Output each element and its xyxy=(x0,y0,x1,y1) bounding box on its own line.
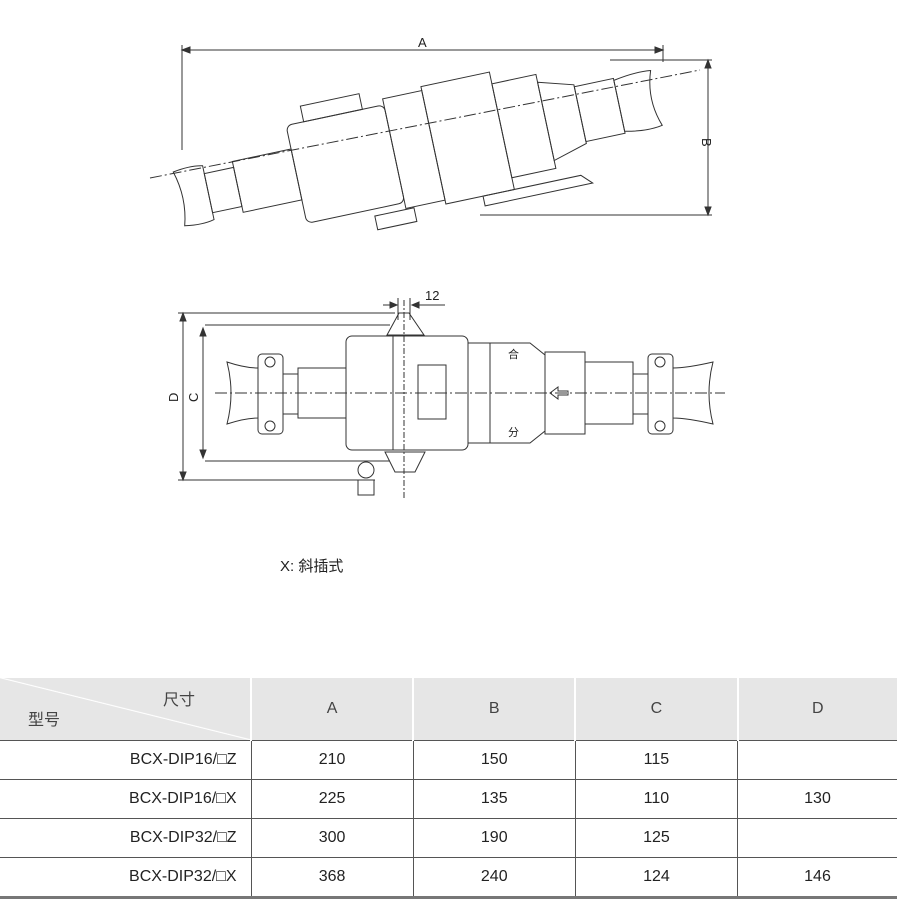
column-header-b: B xyxy=(412,678,576,741)
dim-b-label: B xyxy=(699,138,714,147)
cell-d: 130 xyxy=(737,779,897,819)
dim-d-label: D xyxy=(166,393,181,402)
table-row: BCX-DIP32/□X 368 240 124 146 xyxy=(0,857,897,899)
caption: X: 斜插式 xyxy=(280,558,344,575)
dim-12-label: 12 xyxy=(425,288,439,303)
cell-a: 225 xyxy=(250,779,414,819)
cell-model: BCX-DIP32/□Z xyxy=(0,818,251,858)
cell-c: 115 xyxy=(574,740,738,780)
table-row: BCX-DIP32/□Z 300 190 125 xyxy=(0,818,897,858)
table-row: BCX-DIP16/□X 225 135 110 130 xyxy=(0,779,897,819)
dimension-table: 尺寸 型号 A B C D BCX-DIP16/□Z 210 150 115 B… xyxy=(0,678,897,899)
top-view-drawing: D C 12 xyxy=(166,288,725,500)
cell-b: 190 xyxy=(412,818,576,858)
cell-b: 135 xyxy=(412,779,576,819)
corner-header-model: 型号 xyxy=(28,712,61,729)
cell-c: 124 xyxy=(574,857,738,899)
cell-a: 368 xyxy=(250,857,414,899)
cell-d xyxy=(737,818,897,858)
corner-header: 尺寸 型号 xyxy=(0,678,251,741)
column-header-c: C xyxy=(574,678,738,741)
column-header-a: A xyxy=(249,678,414,741)
cell-model: BCX-DIP32/□X xyxy=(0,857,251,899)
cell-model: BCX-DIP16/□X xyxy=(0,779,251,819)
table-row: BCX-DIP16/□Z 210 150 115 xyxy=(0,740,897,780)
cell-d: 146 xyxy=(737,857,897,899)
technical-drawings: A B xyxy=(149,35,725,500)
side-view-drawing: A B xyxy=(149,35,714,231)
cell-b: 150 xyxy=(412,740,576,780)
cell-c: 125 xyxy=(574,818,738,858)
switch-off-label: 分 xyxy=(508,426,519,439)
dim-c-label: C xyxy=(186,393,201,402)
table-header-row: 尺寸 型号 A B C D xyxy=(0,678,897,741)
column-header-d: D xyxy=(736,678,897,741)
cell-a: 300 xyxy=(250,818,414,858)
cell-c: 110 xyxy=(574,779,738,819)
corner-header-dimension: 尺寸 xyxy=(162,692,195,709)
cell-model: BCX-DIP16/□Z xyxy=(0,740,251,780)
cell-b: 240 xyxy=(412,857,576,899)
cell-d xyxy=(737,740,897,780)
switch-on-label: 合 xyxy=(508,347,519,361)
dim-a-label: A xyxy=(418,35,427,50)
cell-a: 210 xyxy=(250,740,414,780)
